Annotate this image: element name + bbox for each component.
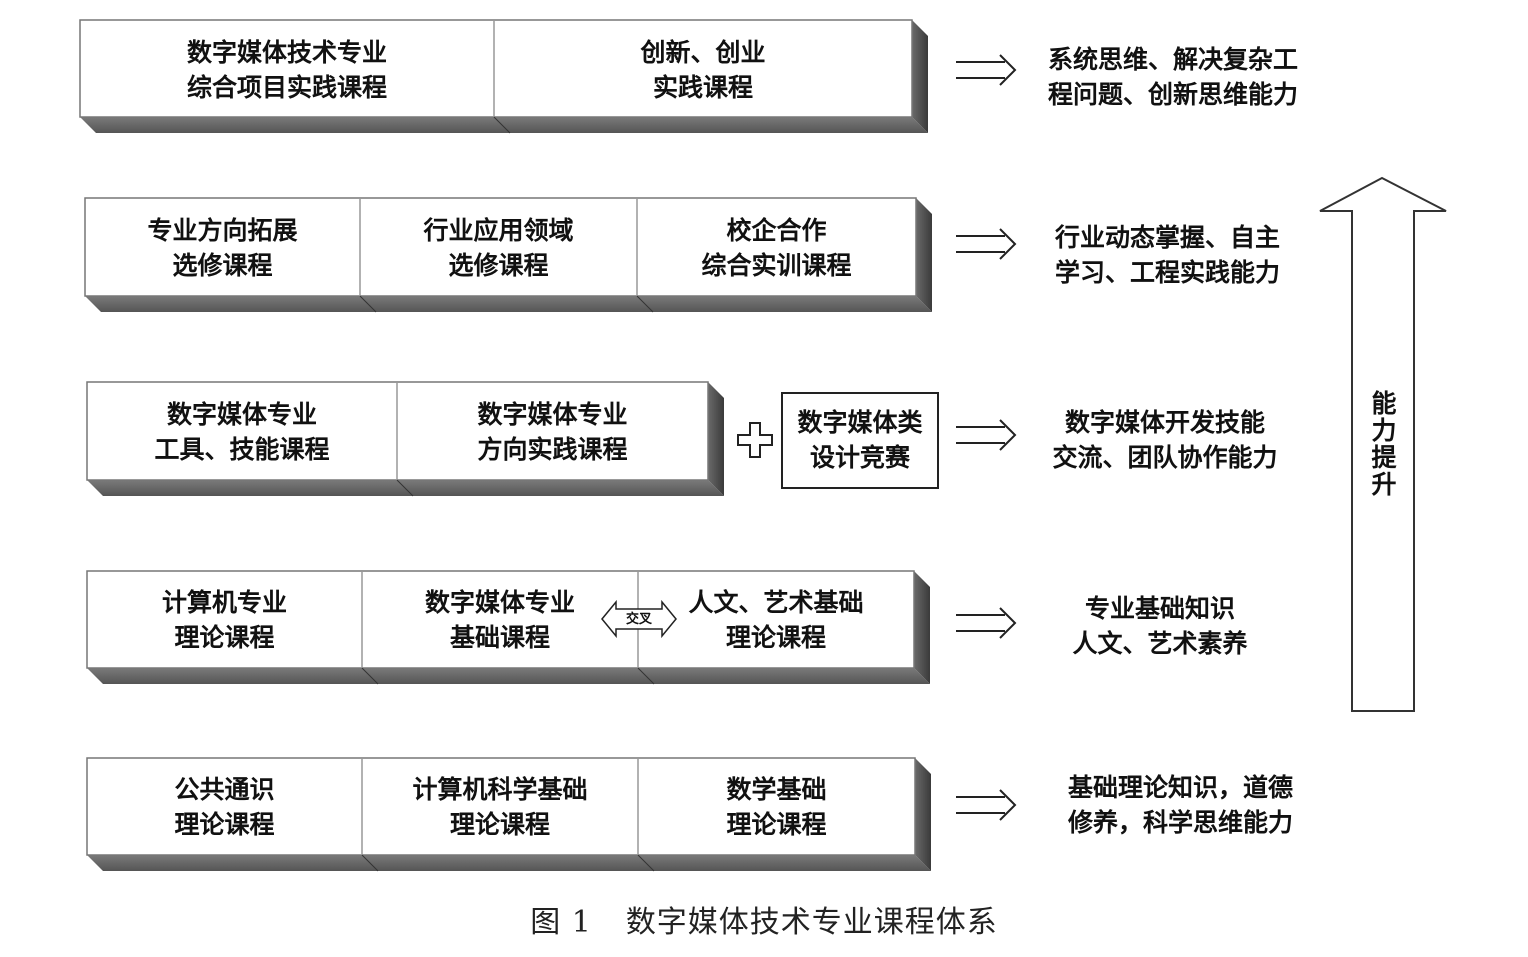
outcome-line-2: 修养，科学思维能力	[1068, 808, 1294, 837]
cell-line-1: 行业应用领域	[423, 216, 574, 245]
row-3-arrow	[956, 419, 1017, 451]
cell-line-1: 数字媒体类	[797, 408, 923, 437]
row-3-cell-1: 数字媒体专业 工具、技能课程	[87, 392, 397, 472]
cell-line-1: 公共通识	[174, 775, 275, 804]
cell-line-2: 理论课程	[449, 810, 550, 839]
ability-up-arrow	[1319, 176, 1447, 712]
outcome-line-1: 基础理论知识，道德	[1068, 773, 1294, 802]
row-1-cell-1: 数字媒体技术专业 综合项目实践课程	[80, 30, 494, 110]
figure-title: 数字媒体技术专业课程体系	[625, 905, 998, 940]
cell-line-2: 选修课程	[448, 251, 549, 280]
cell-line-1: 数字媒体专业	[424, 588, 575, 617]
plus-icon	[737, 422, 773, 458]
row-1-arrow	[956, 54, 1017, 86]
cell-line-2: 设计竞赛	[809, 443, 910, 472]
row-2-arrow	[956, 228, 1017, 260]
row-2-cell-2: 行业应用领域 选修课程	[360, 208, 637, 288]
cell-line-1: 数字媒体技术专业	[186, 38, 387, 67]
outcome-line-1: 行业动态掌握、自主	[1055, 223, 1281, 252]
cell-line-2: 综合项目实践课程	[186, 73, 387, 102]
row-1-outcome: 系统思维、解决复杂工 程问题、创新思维能力	[1048, 42, 1298, 112]
cell-line-1: 人文、艺术基础	[688, 588, 864, 617]
cell-line-1: 创新、创业	[640, 38, 766, 67]
ability-char-4: 升	[1371, 470, 1397, 499]
row-4-cell-2: 数字媒体专业 基础课程	[362, 580, 638, 660]
cross-double-arrow	[601, 599, 677, 639]
row-2-cell-3: 校企合作 综合实训课程	[637, 208, 916, 288]
row-4-cell-1: 计算机专业 理论课程	[87, 580, 362, 660]
ability-char-3: 提	[1371, 443, 1397, 472]
outcome-line-2: 交流、团队协作能力	[1052, 443, 1278, 472]
cross-label: 交叉	[625, 612, 652, 627]
outcome-line-2: 人文、艺术素养	[1072, 629, 1248, 658]
cell-line-2: 方向实践课程	[477, 435, 628, 464]
cell-line-1: 校企合作	[726, 216, 827, 245]
row-4-cell-3: 人文、艺术基础 理论课程	[638, 580, 914, 660]
figure-caption: 图 1 数字媒体技术专业课程体系	[0, 897, 1528, 941]
outcome-line-1: 专业基础知识	[1084, 594, 1235, 623]
design-competition-box	[781, 392, 939, 489]
row-4-block	[86, 570, 930, 685]
row-5-cell-2: 计算机科学基础 理论课程	[362, 767, 638, 847]
cell-line-1: 数字媒体专业	[477, 400, 628, 429]
ability-char-2: 力	[1371, 416, 1397, 445]
row-5-arrow	[956, 789, 1017, 821]
cell-line-1: 数学基础	[726, 775, 827, 804]
row-3-outcome: 数字媒体开发技能 交流、团队协作能力	[1040, 405, 1290, 475]
cell-line-2: 理论课程	[726, 810, 827, 839]
row-4-outcome: 专业基础知识 人文、艺术素养	[1035, 591, 1285, 661]
cell-line-1: 计算机科学基础	[412, 775, 588, 804]
row-5-cell-3: 数学基础 理论课程	[638, 767, 915, 847]
cell-line-2: 工具、技能课程	[154, 435, 330, 464]
cell-line-2: 选修课程	[172, 251, 273, 280]
cell-line-2: 理论课程	[174, 810, 275, 839]
row-3-cell-2: 数字媒体专业 方向实践课程	[397, 392, 708, 472]
row-5-outcome: 基础理论知识，道德 修养，科学思维能力	[1068, 770, 1293, 840]
cell-line-2: 理论课程	[174, 623, 275, 652]
cell-line-1: 数字媒体专业	[166, 400, 317, 429]
row-2-outcome: 行业动态掌握、自主 学习、工程实践能力	[1055, 220, 1280, 290]
outcome-line-2: 学习、工程实践能力	[1055, 258, 1281, 287]
ability-arrow-label: 能 力 提 升	[1367, 390, 1401, 498]
row-5-cell-1: 公共通识 理论课程	[87, 767, 362, 847]
row-2-block	[84, 197, 932, 313]
outcome-line-2: 程问题、创新思维能力	[1048, 80, 1299, 109]
outcome-line-1: 数字媒体开发技能	[1064, 408, 1265, 437]
row-2-cell-1: 专业方向拓展 选修课程	[85, 208, 360, 288]
design-competition-text: 数字媒体类 设计竞赛	[782, 400, 938, 480]
cell-line-2: 实践课程	[652, 73, 753, 102]
cell-line-2: 综合实训课程	[701, 251, 852, 280]
row-1-cell-2: 创新、创业 实践课程	[494, 30, 912, 110]
row-1-block	[79, 19, 928, 134]
figure-number: 图 1	[530, 905, 592, 940]
outcome-line-1: 系统思维、解决复杂工	[1048, 45, 1299, 74]
cell-line-1: 计算机专业	[161, 588, 287, 617]
row-3-block	[86, 381, 724, 497]
cell-line-2: 理论课程	[725, 623, 826, 652]
cell-line-2: 基础课程	[449, 623, 550, 652]
row-4-arrow	[956, 607, 1017, 639]
cell-line-1: 专业方向拓展	[147, 216, 298, 245]
ability-char-1: 能	[1371, 389, 1397, 418]
row-5-block	[86, 757, 931, 872]
